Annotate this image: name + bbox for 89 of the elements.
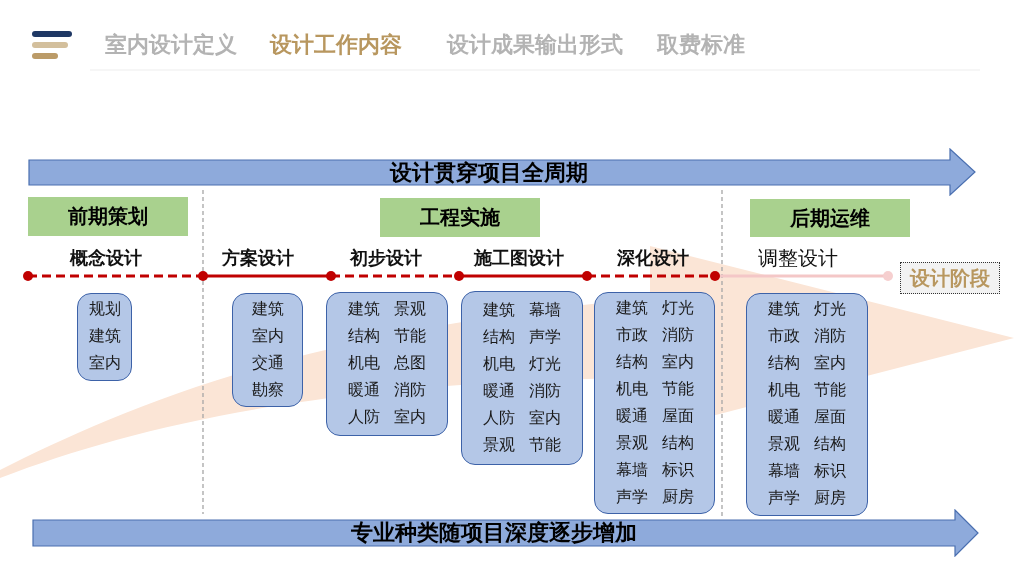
phase-title: 前期策划 — [68, 205, 148, 228]
stage-label: 施工图设计 — [474, 247, 564, 269]
discipline-list-box — [77, 293, 132, 381]
discipline-item: 建筑 — [251, 300, 284, 319]
section-title: 设计工作内容 — [270, 32, 402, 59]
discipline-list-box — [594, 292, 715, 514]
section-title: 设计成果输出形式 — [447, 32, 623, 59]
discipline-item: 结构 — [348, 328, 380, 346]
discipline-item: 市政 — [615, 326, 648, 345]
discipline-item: 灯光 — [529, 355, 561, 374]
phase-box — [750, 199, 910, 237]
discipline-item: 消防 — [814, 328, 846, 346]
discipline-item: 声学 — [529, 328, 561, 347]
discipline-item: 屋面 — [814, 409, 846, 427]
discipline-item: 景观 — [768, 436, 800, 454]
discipline-item: 幕墙 — [615, 461, 648, 480]
discipline-item: 消防 — [529, 382, 561, 401]
discipline-item: 暖通 — [768, 409, 800, 427]
phase-title: 后期运维 — [790, 206, 870, 230]
discipline-item: 标识 — [814, 463, 846, 481]
discipline-item: 结构 — [814, 436, 846, 454]
discipline-item: 机电 — [483, 355, 515, 374]
stage-label: 调整设计 — [758, 246, 838, 270]
discipline-item: 标识 — [661, 461, 694, 480]
discipline-item: 总图 — [394, 355, 426, 373]
discipline-item: 室内 — [661, 353, 694, 372]
discipline-item: 灯光 — [814, 301, 846, 319]
discipline-item: 灯光 — [661, 299, 694, 318]
discipline-item: 结构 — [661, 434, 694, 453]
section-title: 室内设计定义 — [105, 32, 237, 59]
discipline-item: 幕墙 — [529, 301, 561, 320]
discipline-item: 消防 — [394, 382, 426, 400]
discipline-item: 建筑 — [483, 301, 515, 320]
discipline-item: 室内 — [529, 409, 561, 428]
stage-label: 初步设计 — [350, 247, 422, 269]
discipline-item: 室内 — [814, 355, 846, 373]
stage-label: 概念设计 — [70, 247, 142, 269]
discipline-list-box — [461, 291, 583, 465]
discipline-item: 建筑 — [768, 301, 800, 319]
phase-title: 工程实施 — [420, 206, 500, 229]
discipline-item: 节能 — [814, 382, 846, 400]
discipline-item: 结构 — [768, 355, 800, 373]
discipline-item: 暖通 — [483, 382, 515, 401]
discipline-item: 结构 — [483, 328, 515, 347]
discipline-item: 人防 — [348, 409, 380, 427]
phase-box — [28, 197, 188, 236]
discipline-item: 节能 — [529, 436, 561, 455]
tag-text: 设计阶段 — [910, 266, 990, 290]
discipline-item: 屋面 — [661, 407, 694, 426]
discipline-item: 厨房 — [661, 488, 694, 507]
discipline-item: 建筑 — [348, 301, 380, 319]
discipline-item: 机电 — [768, 382, 800, 400]
discipline-item: 室内 — [88, 355, 121, 373]
arrow-banner — [32, 509, 979, 557]
discipline-item: 建筑 — [615, 299, 648, 318]
discipline-item: 消防 — [661, 326, 694, 345]
discipline-item: 机电 — [615, 380, 648, 399]
discipline-item: 规划 — [88, 301, 121, 319]
discipline-item: 声学 — [768, 490, 800, 508]
arrow-banner — [28, 148, 976, 196]
discipline-item: 厨房 — [814, 490, 846, 508]
banner-text: 专业种类随项目深度逐步增加 — [350, 520, 637, 546]
section-title: 取费标准 — [657, 32, 745, 59]
discipline-list-box — [326, 292, 448, 436]
banner-text: 设计贯穿项目全周期 — [390, 159, 588, 186]
discipline-list-box — [232, 293, 303, 407]
discipline-item: 人防 — [483, 409, 515, 428]
phase-box — [380, 198, 540, 237]
discipline-item: 节能 — [661, 380, 694, 399]
discipline-item: 市政 — [768, 328, 800, 346]
stage-label: 方案设计 — [222, 247, 294, 269]
discipline-item: 交通 — [251, 354, 284, 373]
discipline-item: 节能 — [394, 328, 426, 346]
tag-box — [900, 262, 1000, 294]
discipline-item: 机电 — [348, 355, 380, 373]
discipline-item: 景观 — [615, 434, 648, 453]
discipline-item: 勘察 — [251, 381, 284, 400]
discipline-item: 暖通 — [348, 382, 380, 400]
discipline-list-box — [746, 293, 868, 516]
discipline-item: 景观 — [483, 436, 515, 455]
discipline-item: 暖通 — [615, 407, 648, 426]
discipline-item: 结构 — [615, 353, 648, 372]
discipline-item: 室内 — [394, 409, 426, 427]
discipline-item: 景观 — [394, 301, 426, 319]
discipline-item: 建筑 — [88, 328, 121, 346]
discipline-item: 室内 — [251, 327, 284, 346]
discipline-item: 声学 — [615, 488, 648, 507]
stage-label: 深化设计 — [617, 247, 689, 269]
discipline-item: 幕墙 — [768, 463, 800, 481]
